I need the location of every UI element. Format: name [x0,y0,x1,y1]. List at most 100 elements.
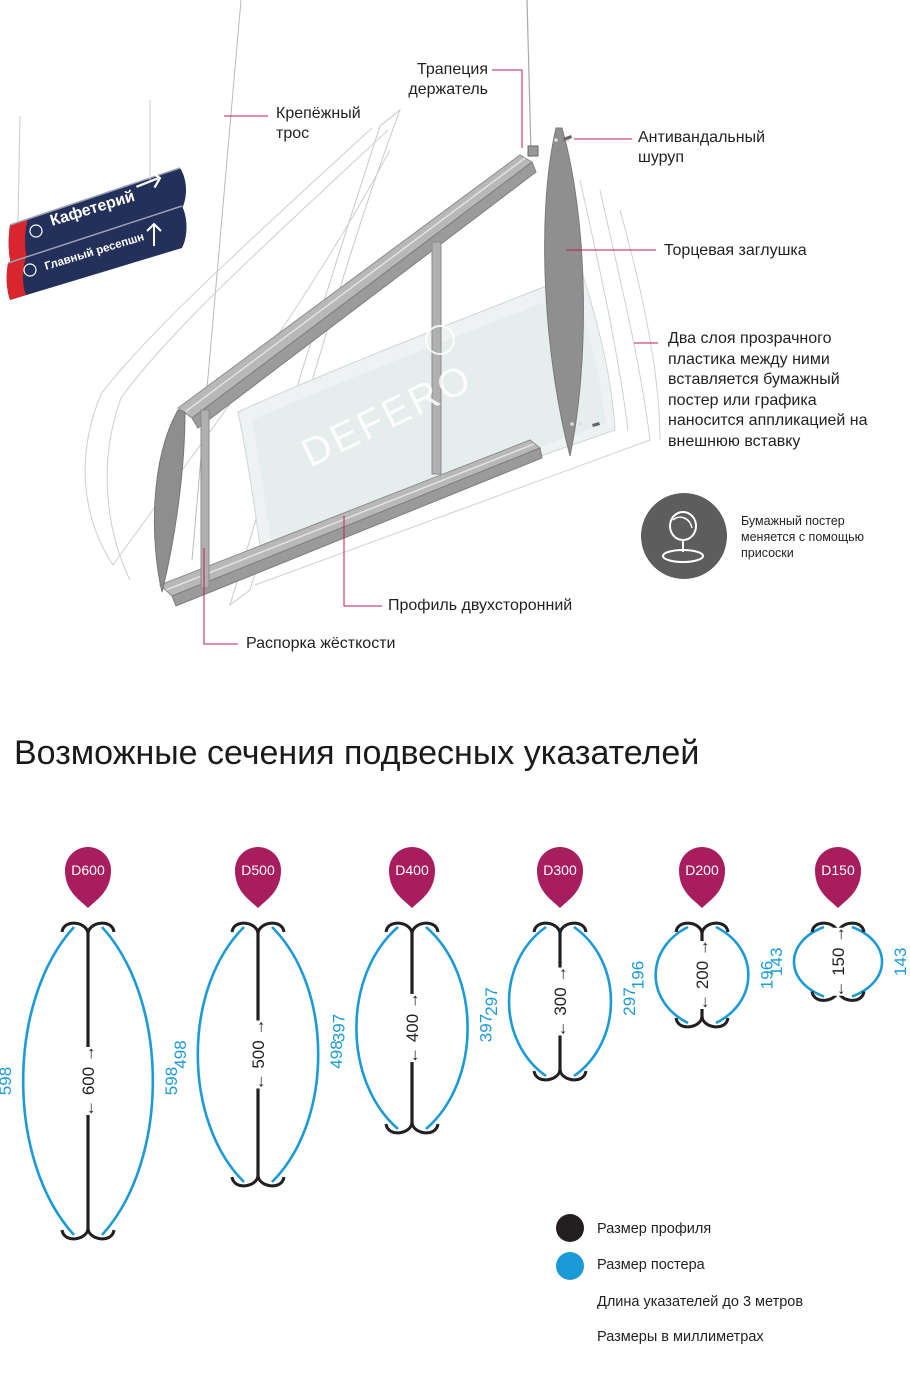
poster-arc-left [22,926,75,1236]
plastic-panel [579,179,629,431]
poster-dimension-right: 297 [620,987,639,1015]
profile-hook [558,921,588,935]
profile-dimension: ← 300 → [551,966,570,1038]
profile-hook [230,921,260,935]
sign-cafeteria [8,168,186,268]
profile-hook [60,1227,90,1241]
callout-trapezoid: Трапеция держатель [408,61,488,98]
legend-poster-dot [556,1252,584,1280]
poster-dimension-left: 598 [0,1067,15,1095]
profile-hook [256,921,286,935]
legend-poster-size: Размер постера [597,1257,705,1273]
sign-reception [6,206,187,300]
poster-insert-inner [252,290,605,548]
profile-hook [410,921,440,935]
callout-poster-change: Бумажный постер меняется с помощью присо… [741,514,864,560]
section-badge-label: D200 [685,862,719,878]
profile-hook [230,1174,260,1188]
cable-line [191,0,242,561]
profile-label-bg [402,994,422,1062]
profile-dimension: ← 150 → [829,926,848,998]
trapezoid-holder [527,145,539,157]
arrow-right-icon [136,170,162,189]
callout-layers: Два слоя прозрачного пластика между ними… [668,330,868,450]
profile-hook [700,921,730,935]
poster-dimension-right: 397 [477,1014,496,1042]
legend-swatches [556,1214,584,1280]
profile-dimension: ← 600 → [79,1045,98,1117]
cable-line [526,0,532,153]
legend-units-note: Размеры в миллиметрах [597,1329,764,1345]
section-badge-label: D400 [395,862,429,878]
poster-dimension-right: 196 [757,961,776,989]
profile-label-bg [550,967,570,1036]
legend-length-note: Длина указателей до 3 метров [597,1294,804,1310]
poster-arc-right [573,925,613,1078]
profile-hook [700,1015,730,1029]
section-badge-d200 [679,847,725,908]
callout-end-cap: Торцевая заглушка [664,242,807,259]
plastic-panel [254,189,651,586]
section-title: Возможные сечения подвесных указателей [14,734,700,772]
exploded-illustration: DEFERO Кафетерий Главный ресепшн [6,0,727,645]
stiffness-spacer [200,409,210,589]
poster-dimension-right: 143 [891,948,910,976]
profile-hook [86,1227,116,1241]
cafe-icon [29,224,43,238]
poster-arc-right [271,926,320,1183]
profile-hook [410,1121,440,1135]
section-badge-d400 [389,847,435,908]
poster-arc-right [101,926,154,1236]
plastic-panel [229,108,402,607]
profile-label-bg [692,941,712,1009]
hanging-signs: Кафетерий Главный ресепшн [6,100,187,300]
screw-icon [592,422,600,427]
reception-icon [23,263,37,277]
right-end-cap [544,127,584,457]
callout-profile: Профиль двухсторонний [388,597,573,614]
poster-arc-right [715,925,750,1025]
poster-arc-left [196,926,245,1183]
profile-label-bg [828,927,848,996]
callout-cable: Крепёжный трос [276,105,361,142]
poster-dimension-right: 598 [162,1067,181,1095]
legend-profile-dot [556,1214,584,1242]
callout-screw: Антивандальный шуруп [638,129,766,166]
section-badge-d150 [815,847,861,908]
stiffness-spacer [431,241,442,475]
plastic-panel [106,129,389,581]
arrow-up-icon [146,222,162,246]
poster-arc-left [792,925,825,998]
section-badge-label: D150 [821,862,855,878]
poster-dimension-left: 143 [767,948,786,976]
profile-label-bg [248,1020,268,1089]
poster-dimension-left: 397 [329,1014,348,1042]
poster-arc-left [507,925,547,1078]
profile-hook [60,921,90,935]
profile-hook [384,921,414,935]
poster-dimension-left: 297 [482,987,501,1015]
legend-profile-size: Размер профиля [597,1221,712,1237]
poster-arc-right [851,925,884,998]
poster-dimension-left: 196 [629,961,648,989]
screw-icon [563,135,572,141]
profile-hook [256,1174,286,1188]
plastic-panel [619,209,661,441]
profile-label-bg [78,1047,98,1115]
profile-hook [384,1121,414,1135]
profile-dimension: ← 400 → [403,992,422,1064]
section-badge-label: D300 [543,862,577,878]
profile-dimension: ← 500 → [249,1019,268,1091]
poster-arc-right [425,926,469,1130]
profile-hook [86,921,116,935]
poster-arc-left [654,925,689,1025]
poster-dimension-right: 498 [327,1040,346,1068]
poster-arc-left [355,926,399,1130]
poster-dimension-left: 498 [171,1040,190,1068]
section-badge-d300 [537,847,583,908]
profile-hook [558,1068,588,1082]
suction-cup-badge [641,493,727,579]
section-badge-label: D500 [241,862,275,878]
